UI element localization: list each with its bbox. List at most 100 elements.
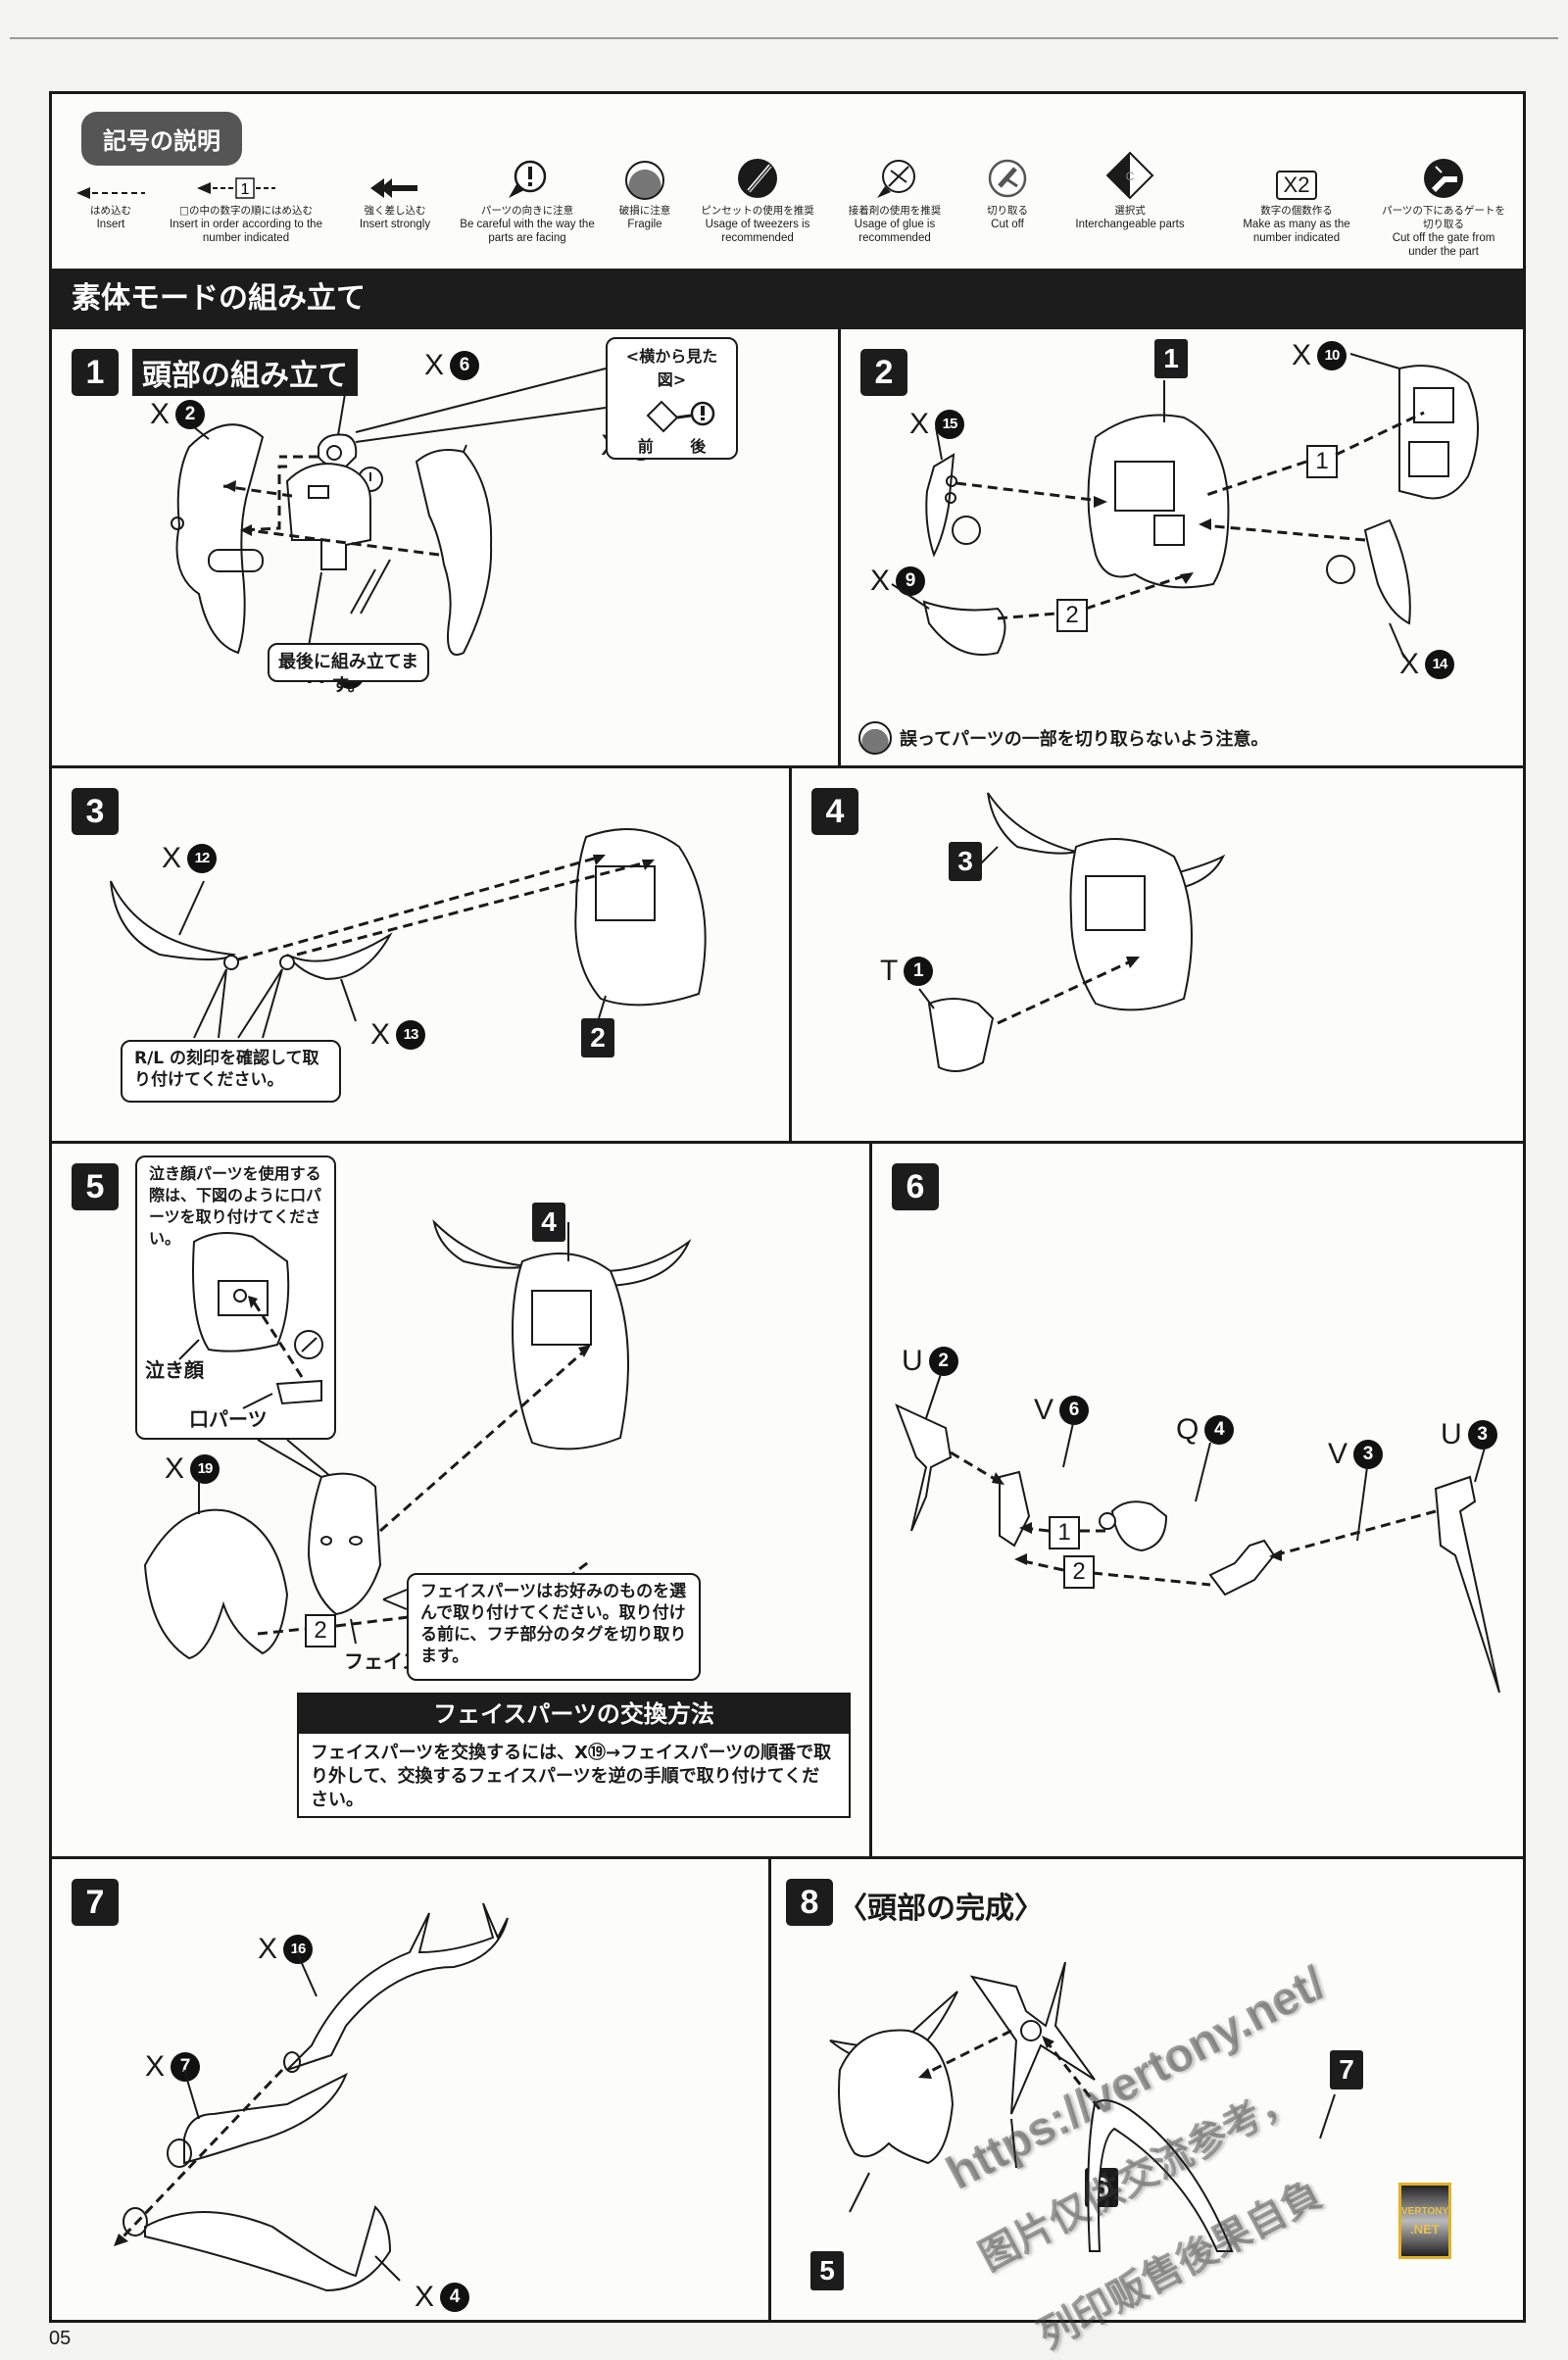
legend-en: Insert in order according to the number … xyxy=(170,219,322,244)
step-8-illustration xyxy=(829,1961,1336,2252)
legend-jp: ピンセットの使用を推奨 xyxy=(701,205,814,217)
legend-en: Insert strongly xyxy=(359,219,431,230)
side-view-front-label: 前 xyxy=(637,437,654,456)
ref-step-badge: 1 xyxy=(1154,339,1188,378)
step-badge: 1 xyxy=(72,349,119,396)
step-badge: 2 xyxy=(860,349,907,396)
legend-en: Be careful with the way the parts are fa… xyxy=(460,219,595,244)
legend-jp: 切り取る xyxy=(987,205,1028,217)
side-view-callout: <横から見た図> 前 後 xyxy=(606,337,738,460)
legend-jp: パーツの下にあるゲートを切り取る xyxy=(1382,205,1505,230)
mouth-part-label: 口パーツ xyxy=(189,1407,268,1431)
legend-jp: 選択式 xyxy=(1114,205,1146,217)
step-1-illustration xyxy=(171,368,607,659)
legend-en: Fragile xyxy=(627,219,662,230)
logo-line-1: VERTONY xyxy=(1401,2206,1449,2217)
face-exchange-box: フェイスパーツの交換方法 フェイスパーツを交換するには、X⑲→フェイスパーツの順… xyxy=(297,1693,851,1818)
legend-item-fragile: 破損に注意 Fragile xyxy=(606,155,684,231)
step-badge: 5 xyxy=(72,1163,119,1210)
order-box-1: 1 xyxy=(1049,1516,1080,1549)
side-view-title: <横から見た図> xyxy=(625,347,718,389)
step-5-illustration xyxy=(143,1218,692,1660)
legend-title: 記号の説明 xyxy=(81,112,242,166)
crying-face-label: 泣き顔 xyxy=(145,1358,204,1382)
page-number: 05 xyxy=(49,2328,72,2349)
step-title: 〈頭部の完成〉 xyxy=(838,1892,1044,1926)
legend-item-tweezers: ピンセットの使用を推奨 Usage of tweezers is recomme… xyxy=(699,155,816,245)
step-badge: 6 xyxy=(892,1163,939,1210)
legend-en: Insert xyxy=(96,219,125,230)
fragile-note-text: 誤ってパーツの一部を切り取らないよう注意。 xyxy=(900,729,1269,750)
interchangeable-icon: C xyxy=(1061,151,1199,200)
order-box-2: 2 xyxy=(305,1614,336,1647)
logo-line-2: .NET xyxy=(1410,2222,1440,2237)
legend-jp: 数字の個数作る xyxy=(1260,205,1333,217)
divider xyxy=(768,1856,771,2323)
step-4-illustration xyxy=(918,792,1226,1072)
legend-jp: 破損に注意 xyxy=(618,205,671,217)
vertony-logo: VERTONY .NET xyxy=(1398,2183,1451,2259)
legend-en: Cut off xyxy=(991,219,1024,230)
step-2-illustration xyxy=(891,353,1479,659)
legend-jp: パーツの向きに注意 xyxy=(480,205,574,217)
ref-step-badge-5: 5 xyxy=(810,2251,844,2290)
legend-item-gate-cut: パーツの下にあるゲートを切り取る Cut off the gate from u… xyxy=(1380,155,1507,259)
step-8-panel: 8 〈頭部の完成〉 5 6 7 https://vertony.net/ 图片仅… xyxy=(771,1856,1526,2358)
divider xyxy=(838,329,841,765)
legend-en: Usage of glue is recommended xyxy=(854,219,936,244)
legend-jp: 接着剤の使用を推奨 xyxy=(848,205,942,217)
side-view-back-label: 後 xyxy=(690,437,707,456)
side-view-part-icon xyxy=(646,400,714,433)
legend-en: Interchangeable parts xyxy=(1075,219,1185,230)
legend-en: Make as many as the number indicated xyxy=(1243,219,1350,244)
step-title: 頭部の組み立て xyxy=(132,349,358,396)
legend-item-insert-strongly: 強く差し込む Insert strongly xyxy=(346,155,444,231)
caution-direction-icon xyxy=(454,155,601,200)
step-6-illustration xyxy=(895,1373,1500,1694)
legend-jp: はめ込む xyxy=(90,205,131,217)
order-box-1: 1 xyxy=(1306,445,1338,478)
legend-item-glue: 接着剤の使用を推奨 Usage of glue is recommended xyxy=(836,155,954,245)
gate-cut-icon xyxy=(1380,155,1507,200)
step-7-illustration xyxy=(114,1902,509,2292)
divider xyxy=(869,1141,872,1856)
svg-text:1: 1 xyxy=(241,181,250,198)
step-1-panel: 1 頭部の組み立て X2 X6 X3 W1 <横から見た図> 前後 xyxy=(52,329,838,765)
tweezers-icon xyxy=(699,155,816,200)
step-badge: 4 xyxy=(811,788,858,835)
legend-item-interchangeable: C 選択式 Interchangeable parts xyxy=(1061,151,1199,231)
face-exchange-title: フェイスパーツの交換方法 xyxy=(299,1695,849,1734)
fragile-icon xyxy=(858,721,892,755)
step-badge: 7 xyxy=(72,1879,119,1926)
legend-jp: 強く差し込む xyxy=(364,205,426,217)
legend-en: Cut off the gate from under the part xyxy=(1392,232,1495,258)
svg-text:C: C xyxy=(1126,170,1135,183)
insert-arrow-icon xyxy=(72,155,150,200)
page-top-edge xyxy=(10,37,1558,39)
step-badge: 8 xyxy=(786,1879,833,1926)
legend-item-insert-order: 1 □の中の数字の順にはめ込む Insert in order accordin… xyxy=(168,155,324,245)
cut-off-icon xyxy=(968,155,1047,200)
step-3-illustration xyxy=(110,828,707,1039)
insert-order-icon: 1 xyxy=(168,155,324,200)
ref-step-badge: 2 xyxy=(581,1018,614,1057)
instruction-page: 記号の説明 はめ込む Insert 1 □の中の数字の順にはめ込む Insert… xyxy=(49,91,1526,2358)
assemble-last-note: 最後に組み立てます。 xyxy=(268,643,429,696)
crying-face-note: 泣き顔パーツを使用する際は、下図のように口パーツを取り付けてください。 xyxy=(149,1164,322,1248)
ref-step-badge: 4 xyxy=(532,1203,565,1242)
rl-mark-note: R/L の刻印を確認して取り付けてください。 xyxy=(121,1040,341,1103)
